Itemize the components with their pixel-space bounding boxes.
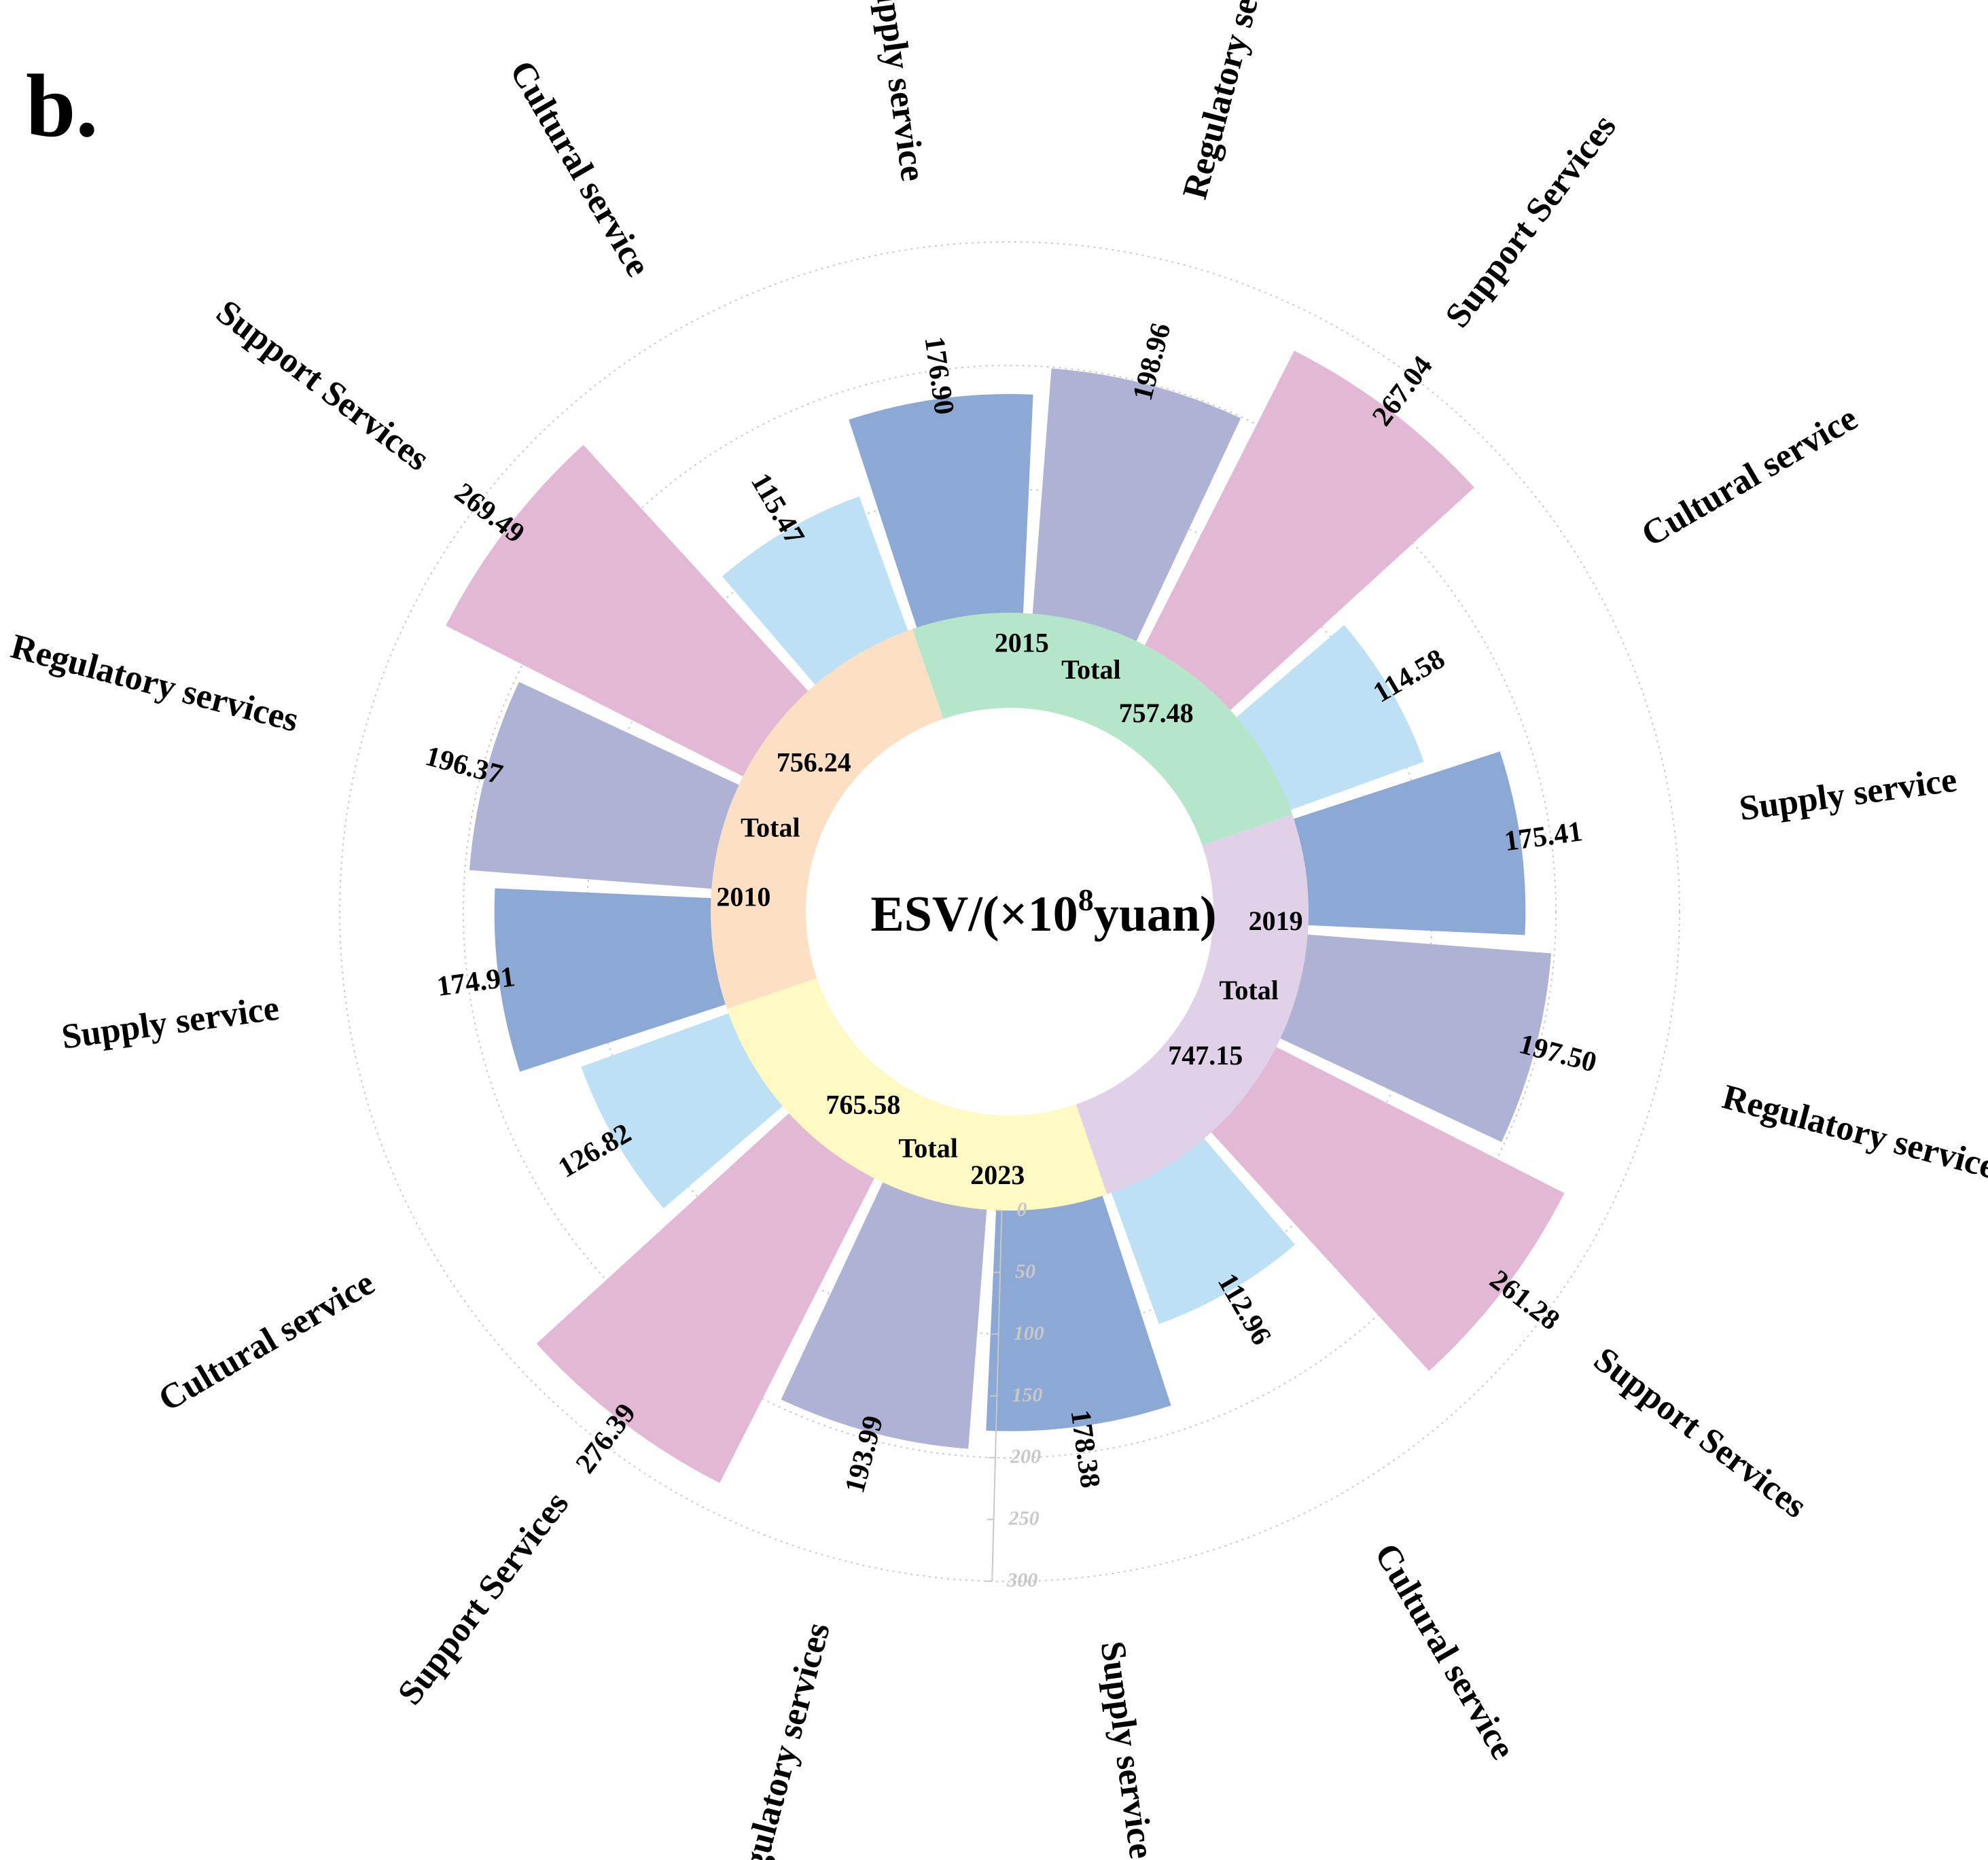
category-label: Support Services — [1438, 107, 1624, 335]
category-label: Supply service — [1093, 1639, 1161, 1860]
category-label: Regulatory services — [1718, 1077, 1988, 1190]
value-label: 114.58 — [1368, 643, 1450, 709]
year-label: 2015 — [995, 628, 1049, 658]
year-ring-segment — [1076, 814, 1309, 1195]
bar — [1236, 624, 1424, 810]
radial-tick-label: 0 — [1016, 1198, 1027, 1221]
category-label: Cultural service — [1635, 399, 1864, 554]
category-label: Cultural service — [1367, 1537, 1523, 1766]
radial-tick-label: 100 — [1014, 1322, 1044, 1344]
total-value-label: 756.24 — [777, 747, 851, 778]
year-label: 2019 — [1249, 906, 1303, 936]
bar — [1279, 934, 1552, 1143]
category-label: Supply service — [865, 0, 933, 183]
bar — [1032, 368, 1241, 642]
value-label: 112.96 — [1211, 1268, 1277, 1351]
radial-tick-label: 200 — [1010, 1446, 1041, 1468]
year-label: 2010 — [716, 881, 770, 912]
total-word-label: Total — [898, 1132, 957, 1163]
inner-ring-layer: 2015Total757.482019Total747.152023Total7… — [710, 612, 1309, 1211]
radial-tick-label: 250 — [1008, 1507, 1040, 1530]
value-label: 276.39 — [570, 1398, 643, 1480]
category-label: Regulatory services — [1175, 0, 1288, 203]
bar — [986, 1195, 1171, 1431]
total-value-label: 757.48 — [1119, 698, 1194, 728]
category-label: Support Services — [1586, 1340, 1814, 1526]
bar — [849, 394, 1033, 628]
bar — [722, 496, 908, 685]
panel-label: b. — [26, 56, 98, 156]
bar — [1144, 351, 1474, 711]
year-ring-segment — [912, 612, 1293, 846]
radial-tick-label: 300 — [1006, 1569, 1037, 1592]
radial-axis: 0 50 100 150 200 250 300 — [985, 1198, 1044, 1592]
bar — [1293, 751, 1526, 935]
total-word-label: Total — [1219, 975, 1278, 1005]
bar — [781, 1181, 987, 1449]
radial-tick-label: 50 — [1015, 1260, 1035, 1283]
category-label: Regulatory services — [725, 1619, 838, 1860]
value-label: 115.47 — [745, 468, 811, 550]
bar — [1211, 1046, 1565, 1372]
bar — [494, 888, 726, 1072]
total-value-label: 765.58 — [826, 1089, 900, 1120]
category-label: Supply service — [1737, 760, 1959, 828]
center-title: ESV/(×108yuan) — [870, 882, 1216, 942]
category-label: Regulatory services — [7, 627, 302, 740]
year-ring-segment — [726, 978, 1107, 1211]
bar — [536, 1113, 875, 1483]
total-value-label: 747.15 — [1168, 1040, 1243, 1071]
radial-tick-label: 150 — [1012, 1384, 1042, 1406]
grid-circle — [339, 241, 1680, 1582]
value-label: 126.82 — [553, 1117, 637, 1184]
bar — [446, 444, 809, 777]
value-label: 261.28 — [1484, 1264, 1565, 1337]
category-label: Cultural service — [152, 1264, 381, 1419]
total-word-label: Total — [1061, 654, 1120, 685]
value-label: 269.49 — [448, 477, 530, 550]
category-label: Support Services — [391, 1485, 577, 1713]
bar — [1111, 1138, 1296, 1325]
year-label: 2023 — [970, 1160, 1025, 1190]
bar — [581, 1013, 783, 1209]
grid-circle — [463, 365, 1557, 1459]
value-label: 267.04 — [1366, 351, 1439, 432]
category-label: Support Services — [209, 293, 437, 479]
bar-layer — [446, 351, 1565, 1483]
year-ring-segment — [710, 628, 944, 1009]
category-label: Supply service — [59, 989, 281, 1057]
total-word-label: Total — [741, 812, 800, 842]
category-label: Cultural service — [502, 54, 658, 283]
bar — [469, 681, 740, 889]
